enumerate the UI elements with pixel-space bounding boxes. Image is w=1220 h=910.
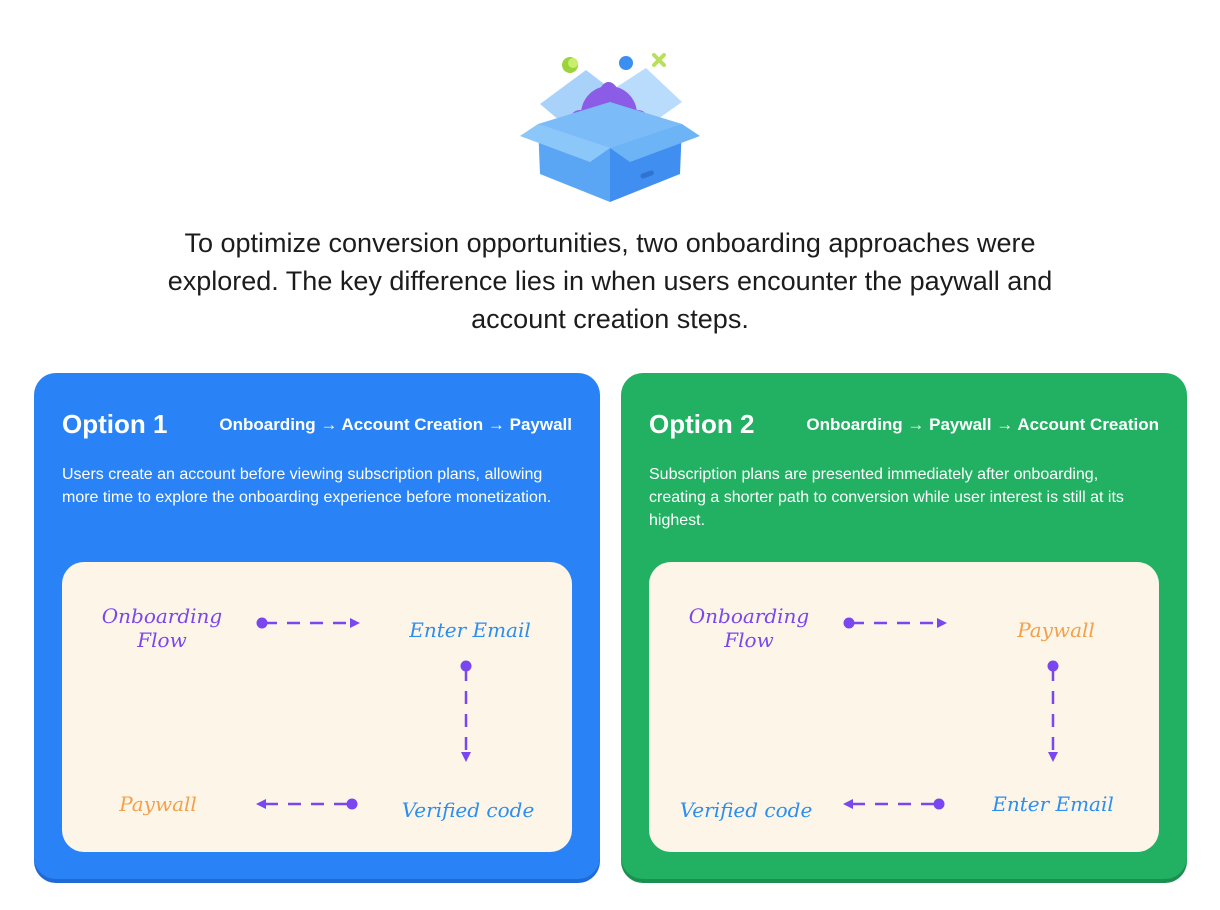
connector-dot (460, 660, 472, 672)
flow-step-onboarding: Onboarding Flow (101, 604, 223, 652)
option-2-header: Option 2 Onboarding → Paywall → Account … (649, 407, 1159, 443)
flow-step-enter-email: Enter Email (409, 618, 531, 642)
arrowhead (461, 752, 471, 762)
monkey-in-box-icon (520, 44, 700, 214)
option-1-flow-diagram: Onboarding Flow Enter Email Verified cod… (62, 562, 572, 852)
option-2-connectors (843, 617, 1059, 810)
connector-dot (1047, 660, 1059, 672)
option-2-card: Option 2 Onboarding → Paywall → Account … (621, 373, 1187, 879)
flow-step-paywall: Paywall (119, 792, 197, 816)
option-1-path: Onboarding → Account Creation → Paywall (219, 415, 572, 434)
option-1-connectors (256, 617, 472, 810)
arrowhead (256, 799, 266, 809)
option-2-description: Subscription plans are presented immedia… (649, 466, 1124, 529)
connector-dot (843, 617, 855, 629)
flow-step-onboarding: Onboarding Flow (688, 604, 810, 652)
option-1-description: Users create an account before viewing s… (62, 466, 552, 506)
arrowhead (937, 618, 947, 628)
connector-dot (933, 798, 945, 810)
option-2-title: Option 2 (649, 409, 755, 439)
flow-step-enter-email: Enter Email (992, 792, 1114, 816)
option-1-header: Option 1 Onboarding → Account Creation →… (62, 407, 572, 443)
flow-step-verified-code: Verified code (679, 798, 813, 822)
option-1-title: Option 1 (62, 409, 168, 439)
intro-text: To optimize conversion opportunities, tw… (167, 228, 1053, 334)
option-2-flow-diagram: Onboarding Flow Paywall Enter Email Veri… (649, 562, 1159, 852)
arrowhead (1048, 752, 1058, 762)
flow-step-paywall: Paywall (1017, 618, 1095, 642)
option-1-card: Option 1 Onboarding → Account Creation →… (34, 373, 600, 879)
connector-dot (256, 617, 268, 629)
arrowhead (843, 799, 853, 809)
connector-dot (346, 798, 358, 810)
option-2-path: Onboarding → Paywall → Account Creation (806, 415, 1159, 434)
flow-step-verified-code: Verified code (401, 798, 535, 822)
arrowhead (350, 618, 360, 628)
